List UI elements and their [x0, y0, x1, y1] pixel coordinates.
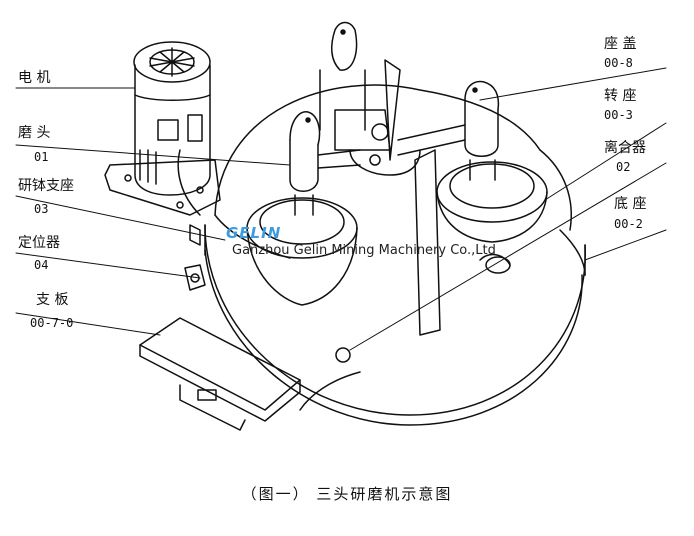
label-seat-cover: 座 盖: [604, 36, 637, 52]
label-base: 底 座: [614, 196, 647, 212]
watermark-logo: GELIN: [226, 224, 282, 242]
grinding-head-right: [397, 80, 548, 243]
label-clutch: 离合器: [604, 140, 646, 156]
front-knob: [335, 347, 351, 363]
label-positioner: 定位器: [18, 235, 60, 251]
code-rotating-seat: 00-3: [604, 108, 633, 122]
code-seat-cover: 00-8: [604, 56, 633, 70]
label-rotating-seat: 转 座: [604, 88, 637, 104]
label-motor: 电 机: [18, 70, 51, 86]
label-support-plate: 支 板: [36, 292, 69, 308]
code-grinding-head: 01: [34, 150, 49, 164]
support-plate: [139, 317, 301, 431]
leader-lines: [15, 67, 667, 351]
label-mortar-support: 研钵支座: [18, 178, 74, 194]
clutch-arm: [414, 149, 511, 336]
grinding-head-left: [246, 111, 361, 306]
center-column: [319, 21, 421, 176]
machine-base: [204, 224, 586, 426]
code-clutch: 02: [616, 160, 631, 174]
code-support-plate: 00-7-0: [30, 316, 74, 330]
code-base: 00-2: [614, 217, 643, 231]
watermark-text: Ganzhou Gelin Mining Machinery Co.,Ltd: [232, 243, 496, 258]
code-mortar-support: 03: [34, 202, 49, 216]
code-positioner: 04: [34, 258, 49, 272]
motor-bracket: [104, 159, 221, 216]
label-grinding-head: 磨 头: [18, 125, 51, 141]
figure-caption: （图一） 三头研磨机示意图: [241, 485, 453, 503]
motor: [133, 41, 211, 216]
